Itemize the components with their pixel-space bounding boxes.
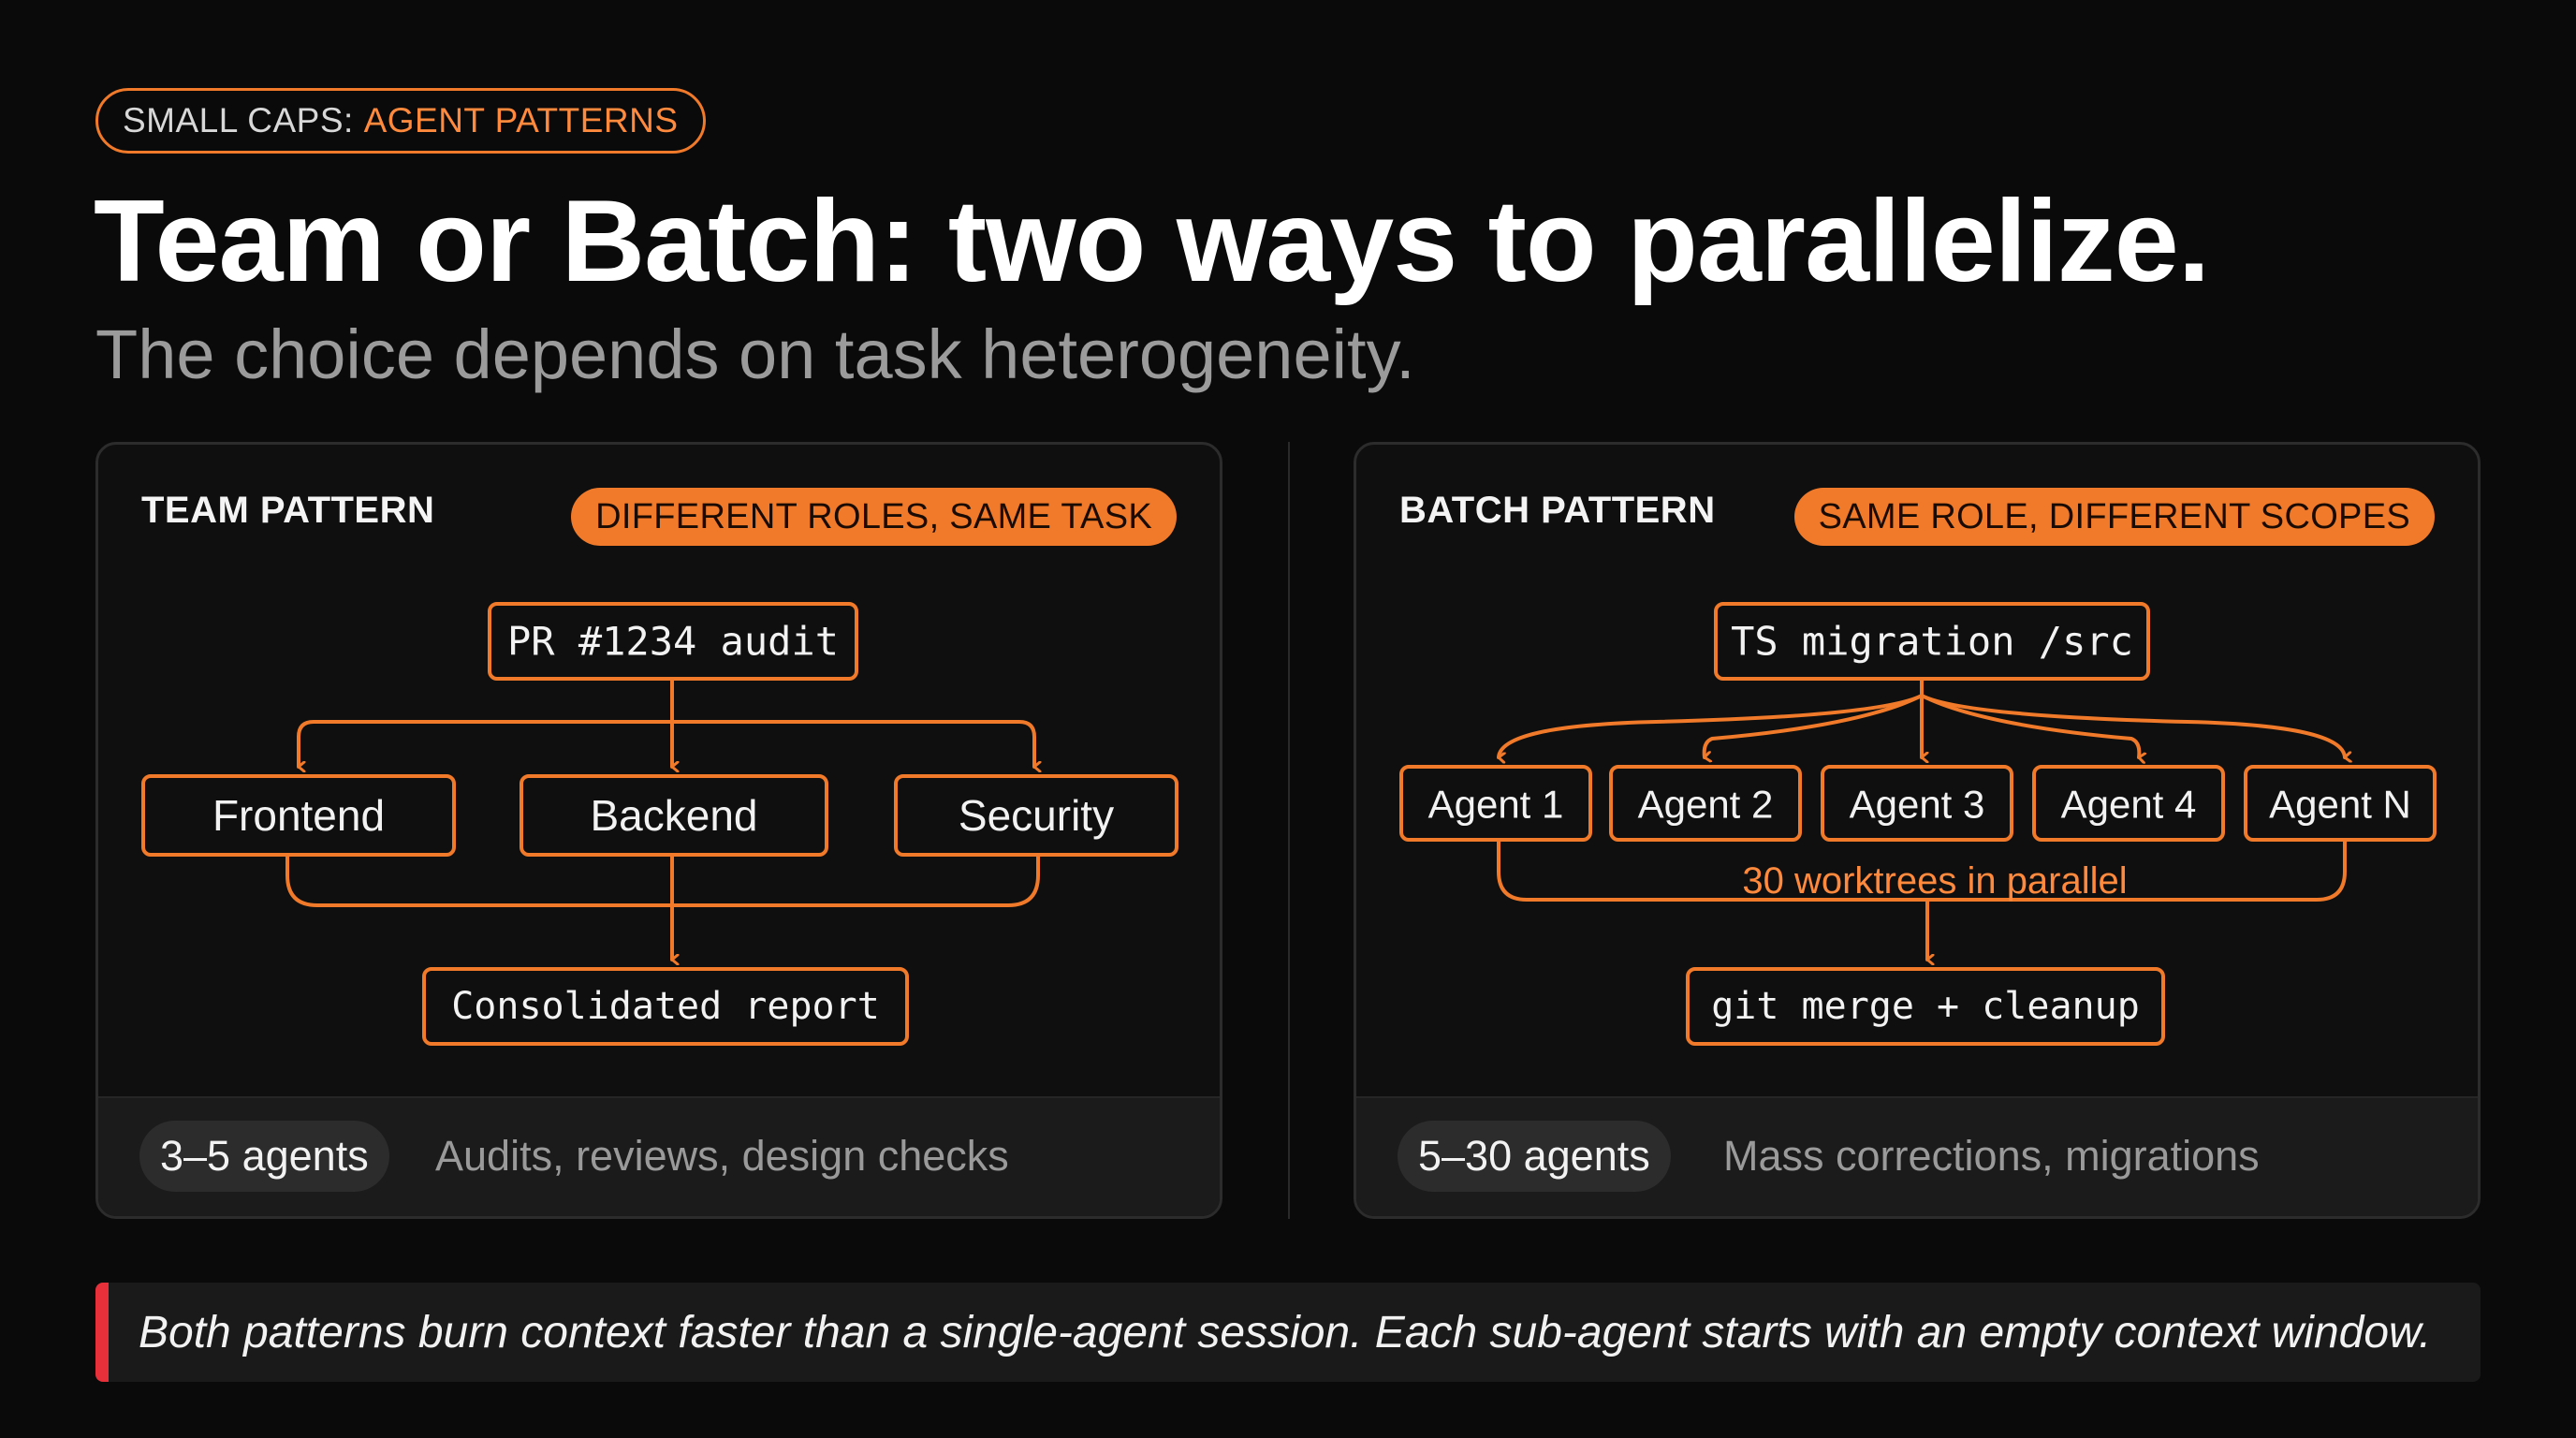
team-root-label: PR #1234 audit: [507, 619, 839, 665]
batch-result-label: git merge + cleanup: [1711, 985, 2140, 1028]
team-result-label: Consolidated report: [451, 985, 880, 1028]
team-panel-title: TEAM PATTERN: [141, 490, 435, 531]
team-node-box-security: [894, 774, 1178, 857]
callout-text: Both patterns burn context faster than a…: [139, 1307, 2432, 1357]
team-root-box: [488, 602, 858, 681]
batch-connector-merge: [1497, 840, 2347, 902]
team-node-box-backend: [520, 774, 828, 857]
team-result-box: [422, 967, 909, 1046]
batch-use-cases: Mass corrections, migrations: [1723, 1132, 2260, 1180]
team-panel-footer: 3–5 agents Audits, reviews, design check…: [98, 1096, 1220, 1216]
batch-flow-diagram: TS migration /src Agent 1 Agent 2 Agent …: [1399, 602, 2437, 1046]
team-node-label-2: Backend: [590, 791, 757, 840]
batch-panel-footer: 5–30 agents Mass corrections, migrations: [1356, 1096, 2478, 1216]
eyebrow-accent: AGENT PATTERNS: [363, 101, 679, 139]
batch-parallel-note: 30 worktrees in parallel: [1742, 860, 2127, 902]
batch-agent-label-2: Agent 2: [1638, 783, 1774, 827]
batch-panel-title: BATCH PATTERN: [1399, 490, 1716, 531]
batch-agent-box-2: [1609, 765, 1802, 842]
batch-root-box: [1714, 602, 2150, 681]
batch-agent-label-1: Agent 1: [1428, 783, 1564, 827]
team-connector-right-branch: [670, 720, 1034, 767]
team-pattern-panel: TEAM PATTERN DIFFERENT ROLES, SAME TASK …: [95, 442, 1222, 1219]
team-node-label-1: Frontend: [212, 791, 385, 840]
batch-result-box: [1686, 967, 2165, 1046]
batch-agent-label-n: Agent N: [2269, 783, 2411, 827]
batch-agent-count: 5–30 agents: [1398, 1121, 1671, 1192]
page-subtitle: The choice depends on task heterogeneity…: [95, 315, 1415, 393]
batch-panel-tag: SAME ROLE, DIFFERENT SCOPES: [1793, 488, 2435, 546]
batch-connector-agent-4: [1920, 694, 2139, 757]
team-panel-tag: DIFFERENT ROLES, SAME TASK: [571, 488, 1177, 546]
batch-connector-agent-1: [1497, 694, 1924, 757]
team-connector-left-branch: [297, 720, 674, 767]
section-eyebrow: SMALL CAPS: AGENT PATTERNS: [95, 88, 706, 154]
batch-agent-label-3: Agent 3: [1850, 783, 1985, 827]
warning-callout: Both patterns burn context faster than a…: [95, 1283, 2481, 1382]
batch-agent-box-n: [2244, 765, 2437, 842]
team-agent-count: 3–5 agents: [139, 1121, 389, 1192]
batch-connector-agent-2: [1702, 694, 1924, 757]
page-title: Team or Batch: two ways to parallelize.: [94, 177, 2210, 306]
panel-divider: [1288, 442, 1290, 1219]
batch-pattern-panel: BATCH PATTERN SAME ROLE, DIFFERENT SCOPE…: [1354, 442, 2481, 1219]
callout-accent-bar: [95, 1283, 109, 1382]
batch-connector-agent-n: [1920, 694, 2345, 757]
team-flow-diagram: PR #1234 audit Frontend Backend Security…: [141, 602, 1178, 1046]
batch-agent-box-1: [1399, 765, 1592, 842]
batch-agent-box-3: [1821, 765, 2013, 842]
team-connector-merge: [285, 855, 1040, 907]
batch-agent-box-4: [2032, 765, 2225, 842]
team-use-cases: Audits, reviews, design checks: [435, 1132, 1009, 1180]
team-node-box-frontend: [141, 774, 456, 857]
batch-agent-label-4: Agent 4: [2061, 783, 2197, 827]
team-node-label-3: Security: [959, 791, 1114, 840]
eyebrow-prefix: SMALL CAPS:: [123, 101, 354, 139]
batch-root-label: TS migration /src: [1731, 619, 2133, 665]
